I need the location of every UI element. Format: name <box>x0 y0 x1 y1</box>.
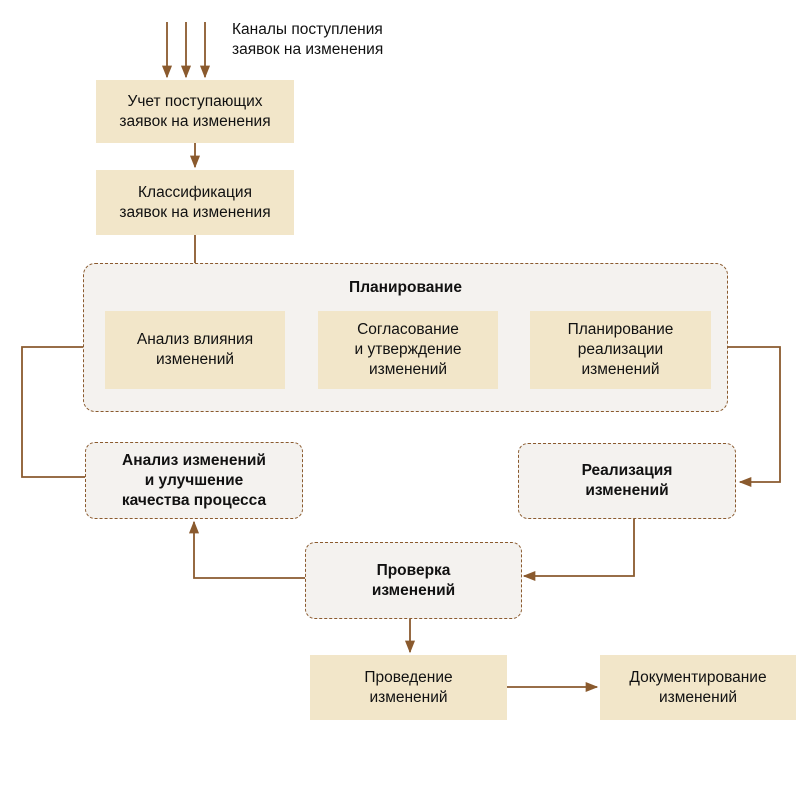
process-improvement-node: Анализ изменений и улучшение качества пр… <box>85 442 303 519</box>
verification-node: Проверка изменений <box>305 542 522 619</box>
intake-node: Учет поступающих заявок на изменения <box>96 80 294 143</box>
arrow-improvement-to-impact <box>21 341 105 478</box>
impact-analysis-node: Анализ влияния изменений <box>105 311 285 389</box>
documentation-node: Документирование изменений <box>600 655 796 720</box>
execution-node: Проведение изменений <box>310 655 507 720</box>
arrow-verification-to-improvement <box>188 520 305 579</box>
classification-node: Классификация заявок на изменения <box>96 170 294 235</box>
arrow-implementation-to-verification <box>522 518 635 582</box>
implementation-planning-node: Планирование реализации изменений <box>530 311 711 389</box>
input-channels-caption: Каналы поступления заявок на изменения <box>232 21 384 58</box>
planning-group-title: Планирование <box>349 279 462 296</box>
implementation-node: Реализация изменений <box>518 443 736 519</box>
approval-node: Согласование и утверждение изменений <box>318 311 498 389</box>
arrow-planning-to-implementation <box>712 346 781 488</box>
